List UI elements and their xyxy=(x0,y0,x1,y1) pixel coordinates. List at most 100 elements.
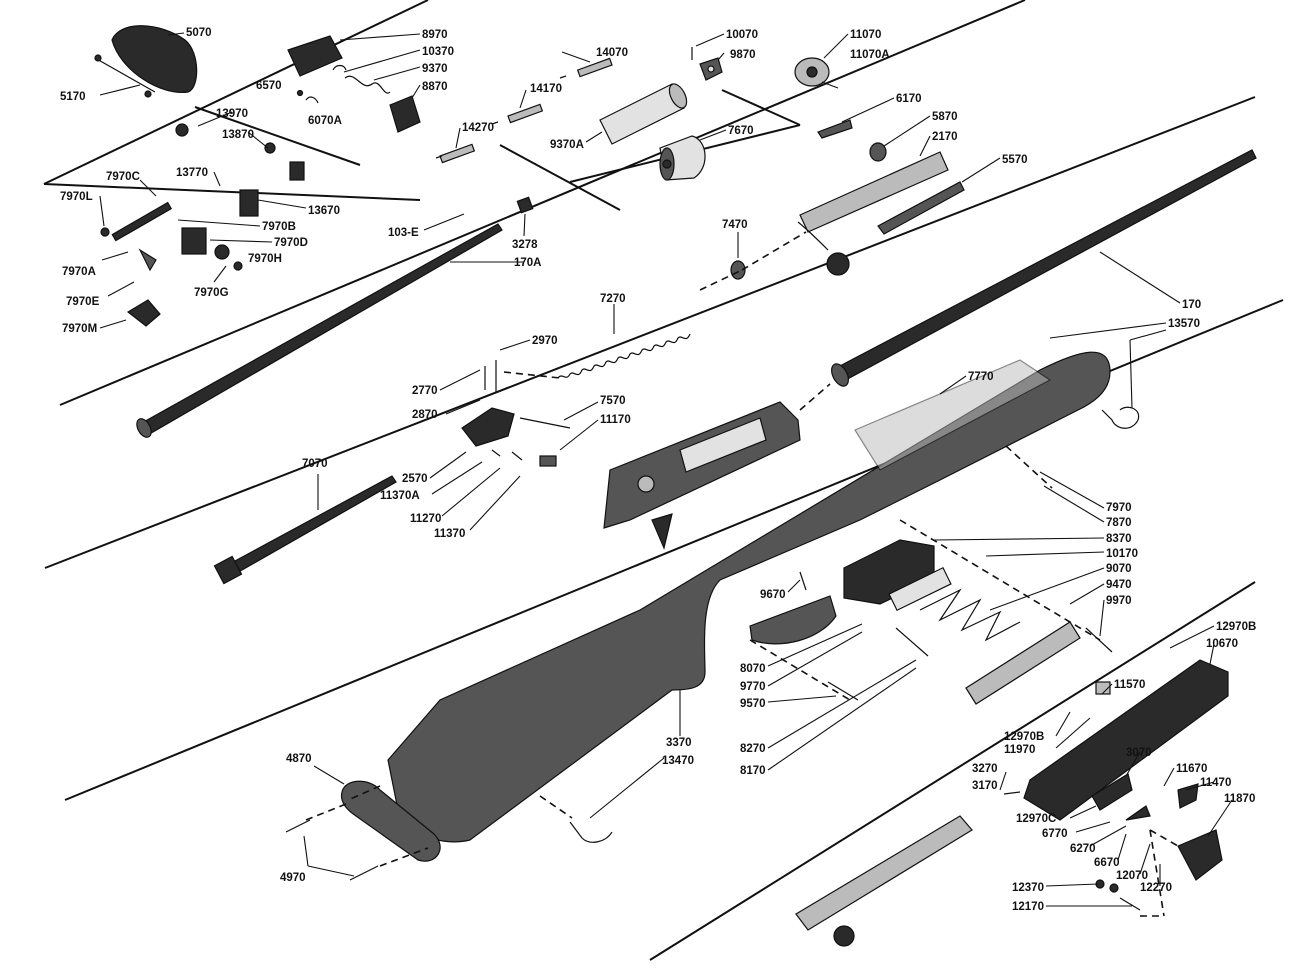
label-11370: 11370 xyxy=(434,528,465,540)
label-6270: 6270 xyxy=(1070,843,1096,855)
label-10170: 10170 xyxy=(1106,548,1138,560)
trigger-group-parts xyxy=(461,360,571,467)
label-2570: 2570 xyxy=(402,473,428,485)
label-8870: 8870 xyxy=(422,81,448,93)
label-7970A: 7970A xyxy=(62,266,96,278)
firing-pin-7070 xyxy=(213,475,397,585)
label-7670: 7670 xyxy=(728,125,754,137)
label-9570: 9570 xyxy=(740,698,766,710)
label-11470: 11470 xyxy=(1200,777,1231,789)
label-11570: 11570 xyxy=(1114,679,1145,691)
label-7270: 7270 xyxy=(600,293,626,305)
sling-swivel-parts xyxy=(100,123,305,327)
label-10070: 10070 xyxy=(726,29,758,41)
label-13870: 13870 xyxy=(222,129,254,141)
parts-14070-14270 xyxy=(435,57,613,164)
label-9770: 9770 xyxy=(740,681,766,693)
label-9870: 9870 xyxy=(730,49,756,61)
label-170: 170 xyxy=(1182,299,1201,311)
part-number-labels: 5070 5170 8970 10370 9370 8870 6570 6070… xyxy=(60,27,1256,913)
bolt-assembly-bottom xyxy=(795,815,973,947)
label-6770: 6770 xyxy=(1042,828,1068,840)
label-14070: 14070 xyxy=(596,47,628,59)
label-6170: 6170 xyxy=(896,93,922,105)
label-14270: 14270 xyxy=(462,122,494,134)
label-103E: 103-E xyxy=(388,227,419,239)
label-9370: 9370 xyxy=(422,63,448,75)
label-12970C: 12970C xyxy=(1016,813,1056,825)
label-3278: 3278 xyxy=(512,239,538,251)
leader-lines xyxy=(99,32,1233,907)
label-10370: 10370 xyxy=(422,46,454,58)
label-7970H: 7970H xyxy=(248,253,282,265)
spring-7270 xyxy=(557,333,691,379)
label-8070: 8070 xyxy=(740,663,766,675)
label-7970G: 7970G xyxy=(194,287,229,299)
label-12970B-lower: 12970B xyxy=(1004,731,1044,743)
label-9070: 9070 xyxy=(1106,563,1132,575)
label-6670: 6670 xyxy=(1094,857,1120,869)
trigger-housing-10670 xyxy=(1023,659,1229,821)
label-7970L: 7970L xyxy=(60,191,93,203)
label-5070: 5070 xyxy=(186,27,212,39)
label-9370A: 9370A xyxy=(550,139,584,151)
label-5570: 5570 xyxy=(1002,154,1028,166)
assembly-dashed-lines xyxy=(305,231,1179,917)
label-5170: 5170 xyxy=(60,91,86,103)
receiver-action xyxy=(603,401,801,550)
label-2870: 2870 xyxy=(412,409,438,421)
label-13670: 13670 xyxy=(308,205,340,217)
label-7970E: 7970E xyxy=(66,296,100,308)
part-7470 xyxy=(730,260,746,280)
label-5870: 5870 xyxy=(932,111,958,123)
label-8270: 8270 xyxy=(740,743,766,755)
label-7570: 7570 xyxy=(600,395,626,407)
buttplate-5070-part xyxy=(94,25,198,98)
label-13470: 13470 xyxy=(662,755,694,767)
label-11870: 11870 xyxy=(1224,793,1255,805)
label-12270: 12270 xyxy=(1140,882,1172,894)
label-7970C: 7970C xyxy=(106,171,140,183)
label-8370: 8370 xyxy=(1106,533,1132,545)
label-7870: 7870 xyxy=(1106,517,1132,529)
label-13970: 13970 xyxy=(216,108,248,120)
barrel-170A xyxy=(136,196,534,438)
label-7470: 7470 xyxy=(722,219,748,231)
label-8170: 8170 xyxy=(740,765,766,777)
label-2170: 2170 xyxy=(932,131,958,143)
magazine-parts-8970-8870 xyxy=(287,35,421,133)
label-12370: 12370 xyxy=(1012,882,1044,894)
label-7970B: 7970B xyxy=(262,221,296,233)
part-9370A xyxy=(599,83,688,145)
label-14170: 14170 xyxy=(530,83,562,95)
label-7070: 7070 xyxy=(302,458,328,470)
sling-swivel-13570 xyxy=(1101,406,1140,429)
label-3070: 3070 xyxy=(1126,747,1152,759)
rifle-stock-3370 xyxy=(387,351,1111,843)
label-4970: 4970 xyxy=(280,872,306,884)
label-3270: 3270 xyxy=(972,763,998,775)
parts-10070-9870 xyxy=(691,47,723,81)
label-3370: 3370 xyxy=(666,737,692,749)
label-12970B: 12970B xyxy=(1216,621,1256,633)
magazine-trigger-guard-parts xyxy=(749,539,1113,705)
label-11370A: 11370A xyxy=(380,490,420,502)
bolt-assembly-2170 xyxy=(797,119,965,276)
label-9670: 9670 xyxy=(760,589,786,601)
label-11170: 11170 xyxy=(600,414,631,426)
label-12170: 12170 xyxy=(1012,901,1044,913)
label-3170: 3170 xyxy=(972,780,998,792)
label-4870: 4870 xyxy=(286,753,312,765)
label-2770: 2770 xyxy=(412,385,438,397)
label-11970: 11970 xyxy=(1004,744,1035,756)
parts-11070 xyxy=(794,57,839,89)
barrel-170 xyxy=(831,149,1257,387)
label-13570: 13570 xyxy=(1168,318,1200,330)
label-6570: 6570 xyxy=(256,80,282,92)
label-10670: 10670 xyxy=(1206,638,1238,650)
small-trigger-parts xyxy=(1003,773,1223,911)
label-7970: 7970 xyxy=(1106,502,1132,514)
label-7970D: 7970D xyxy=(274,237,308,249)
label-11670: 11670 xyxy=(1176,763,1207,775)
